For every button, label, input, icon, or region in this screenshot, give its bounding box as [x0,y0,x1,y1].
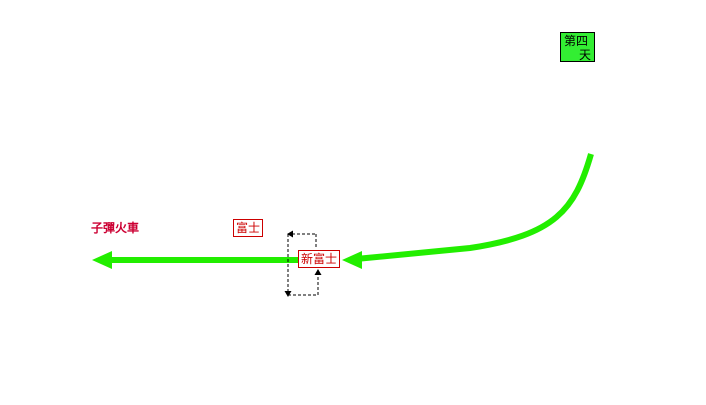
transfer-arrowhead-up [314,269,322,275]
day-label-line1: 第四 [564,34,589,48]
route-arrowhead-right [342,251,362,269]
transfer-arrowhead-down [284,291,292,297]
transfer-arrowhead-left [287,230,293,238]
curved-route-line [355,153,594,262]
route-arrowhead-left [92,251,112,269]
day-label-line2: 天 [578,48,591,62]
station-fuji: 富士 [233,219,264,237]
transfer-connector [287,233,319,296]
station-shin-fuji: 新富士 [298,250,341,268]
destination-label: 子彈火車 [91,221,140,235]
day-label-box: 第四 天 [560,32,595,62]
